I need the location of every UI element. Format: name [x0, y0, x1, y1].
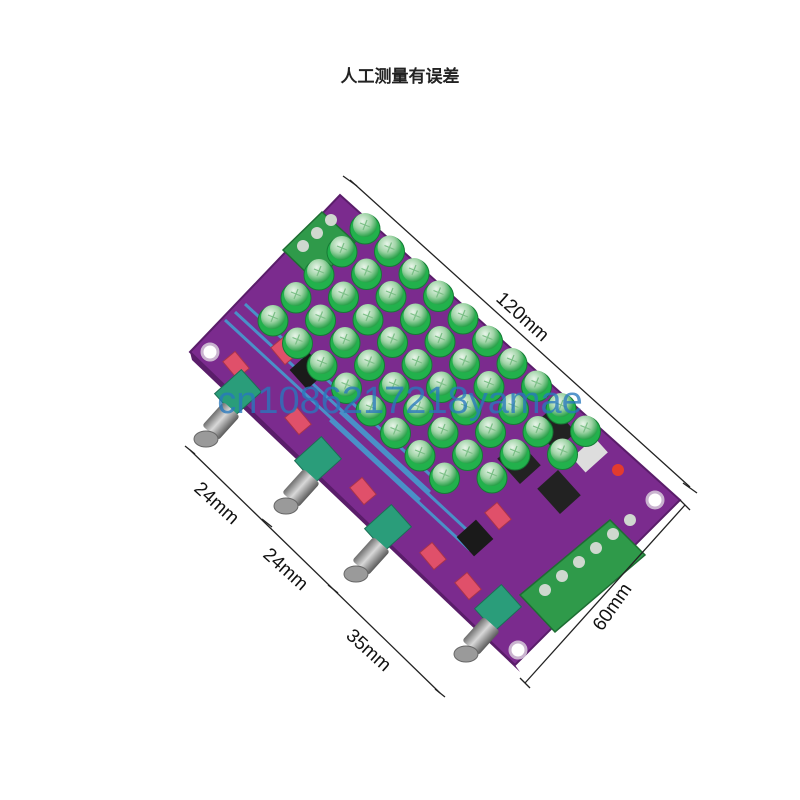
capacitor [331, 372, 362, 404]
capacitor [450, 394, 482, 426]
capacitor [378, 372, 410, 404]
capacitor [351, 258, 382, 290]
dim-spacing-2-label: 24mm [259, 544, 312, 595]
watermark-text: cn1086217218yamae [217, 380, 583, 422]
capacitor [355, 395, 387, 427]
pcb-board-edge [190, 352, 520, 672]
potentiometer-knob [453, 583, 523, 663]
capacitor [329, 327, 361, 359]
capacitor [472, 325, 503, 357]
capacitor [545, 393, 577, 425]
dimension-lines [184, 175, 698, 698]
dim-spacing-1-label: 24mm [190, 478, 243, 529]
capacitor [426, 371, 457, 403]
ic-chip [456, 519, 494, 557]
capacitor [401, 349, 433, 381]
capacitor [354, 349, 385, 381]
capacitor [282, 327, 313, 359]
capacitor [303, 259, 335, 291]
capacitor [306, 350, 338, 382]
capacitor [375, 281, 407, 313]
led-red [612, 464, 624, 476]
potentiometer-knob [273, 435, 343, 515]
capacitor-array [257, 213, 601, 494]
capacitor [352, 304, 384, 336]
capacitor [427, 417, 459, 449]
mounting-hole [508, 640, 528, 660]
mounting-hole [200, 342, 220, 362]
capacitor [403, 394, 434, 426]
capacitor [547, 438, 578, 470]
capacitor [377, 326, 408, 358]
mounting-hole [645, 490, 665, 510]
capacitor [374, 235, 405, 267]
capacitor [326, 236, 358, 268]
potentiometer-knob [193, 368, 263, 448]
capacitor [570, 415, 601, 447]
capacitor [404, 440, 436, 472]
dim-spacing-3-label: 35mm [342, 625, 395, 676]
output-terminal-block [518, 514, 647, 634]
capacitor [499, 439, 531, 471]
capacitor [424, 326, 456, 358]
capacitor [349, 213, 381, 245]
capacitor [423, 280, 454, 312]
caption-text: 人工测量有误差 [340, 67, 460, 86]
potentiometer-knob [343, 503, 413, 583]
red-switches [222, 336, 512, 601]
capacitor [257, 305, 289, 337]
capacitor [398, 258, 430, 290]
capacitor [452, 439, 483, 471]
capacitor [447, 303, 479, 335]
capacitor [498, 393, 529, 425]
capacitor [522, 416, 554, 448]
capacitor [429, 462, 460, 494]
capacitor [380, 417, 411, 449]
capacitor [400, 303, 431, 335]
capacitor [280, 282, 312, 314]
capacitor [305, 304, 336, 336]
potentiometers [193, 368, 523, 663]
capacitor [521, 370, 552, 402]
capacitor [473, 371, 505, 403]
capacitor [328, 281, 359, 313]
capacitor [475, 416, 506, 448]
capacitor [496, 348, 528, 380]
capacitor [476, 462, 508, 494]
capacitor [449, 348, 480, 380]
